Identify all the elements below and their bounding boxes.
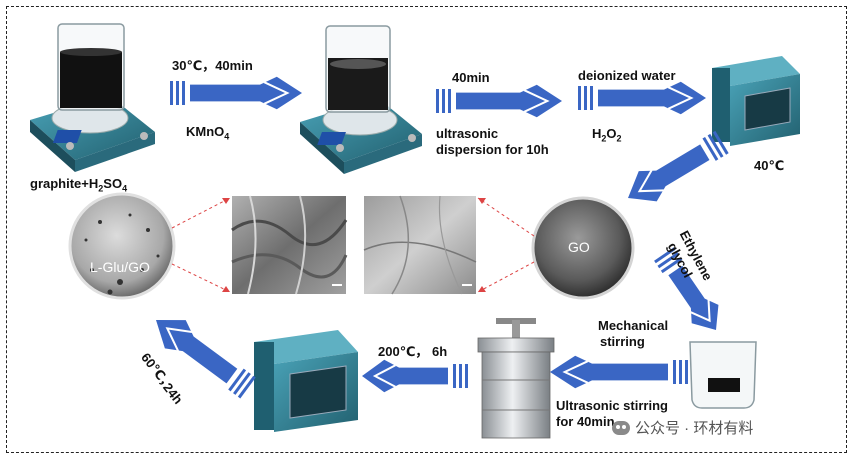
arrow-to-oven2 (362, 359, 468, 393)
lglu-go-dish (68, 192, 176, 300)
hotplate-stirrer-2 (300, 98, 422, 174)
arrow-step3 (578, 81, 706, 115)
mech-stirring-line2: stirring (600, 334, 645, 349)
magnification-lines (171, 197, 535, 293)
final-product-label: L-Glu/GO (90, 259, 150, 275)
step2-method-line1: ultrasonic (436, 126, 499, 141)
arrow-to-autoclave (550, 355, 688, 389)
go-label: GO (568, 239, 590, 255)
arrow-solvent (654, 247, 719, 330)
watermark: 公众号 · 环材有料 (612, 417, 753, 438)
hydrothermal-condition: 200℃， 6h (378, 344, 448, 359)
step1-reagent: KMnO4 (186, 124, 230, 142)
step2-time: 40min (452, 70, 490, 85)
start-material: graphite+H2SO4 (30, 176, 128, 194)
ultrasonic-line2: for 40min (556, 414, 615, 429)
oven-2 (254, 330, 358, 432)
arrow-to-product (156, 319, 256, 399)
ultrasonic-line1: Ultrasonic stirring (556, 398, 668, 413)
wechat-icon (612, 420, 630, 435)
arrow-step2 (436, 84, 562, 118)
beaker-1 (57, 23, 125, 111)
oven-1 (712, 56, 800, 146)
beaker-3 (689, 341, 757, 409)
go-dish (531, 196, 635, 300)
sem-image-lglu-go (231, 195, 348, 295)
dashed-frame (6, 6, 847, 453)
mech-stirring-line1: Mechanical (598, 318, 669, 333)
oven1-temp: 40℃ (754, 158, 785, 173)
watermark-text: 公众号 · 环材有料 (635, 420, 754, 437)
arrow-step1 (170, 76, 302, 110)
step2-method-line2: dispersion for 10h (436, 142, 549, 157)
arrow-to-go (628, 130, 729, 202)
autoclave (477, 318, 555, 439)
sem-image-go (363, 195, 477, 295)
step3-reagent: deionized water (578, 68, 676, 83)
step3-reagent2: H2O2 (592, 126, 622, 144)
step1-condition: 30℃，40min (172, 58, 253, 73)
magnification-arrowheads (222, 198, 486, 292)
beaker-2 (325, 25, 391, 113)
